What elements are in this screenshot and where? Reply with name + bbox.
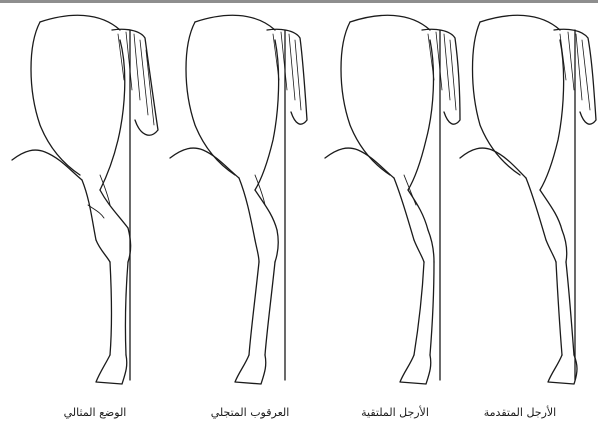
hindquarter-outline bbox=[40, 15, 120, 30]
stifle bbox=[325, 148, 394, 178]
thigh-front bbox=[408, 40, 433, 190]
panel-1-ideal-leg bbox=[12, 15, 158, 384]
cannon bbox=[110, 262, 128, 355]
panel-2-sickle-hock-leg bbox=[170, 15, 307, 384]
buttock-outline bbox=[341, 22, 390, 175]
fetlock-hoof bbox=[235, 355, 266, 384]
gaskin bbox=[526, 178, 562, 240]
tail-hair bbox=[273, 32, 301, 110]
gaskin bbox=[239, 178, 277, 240]
stifle bbox=[12, 150, 82, 180]
hindquarter-outline bbox=[350, 15, 430, 30]
hindquarter-outline bbox=[195, 15, 275, 30]
stifle bbox=[460, 148, 526, 178]
caption-sickle-hock: العرقوب المتجلي bbox=[190, 402, 310, 424]
hock bbox=[255, 230, 278, 262]
thigh-front bbox=[100, 40, 125, 190]
fetlock-hoof bbox=[96, 355, 127, 384]
thigh-front bbox=[255, 40, 279, 190]
stifle bbox=[170, 148, 239, 178]
cannon-back bbox=[556, 262, 574, 355]
panel-4-camped-out-leg bbox=[460, 15, 596, 384]
gaskin bbox=[394, 178, 428, 240]
fetlock-hoof bbox=[548, 355, 577, 384]
hock-detail bbox=[404, 175, 416, 205]
caption-ideal-position: الوضع المثالي bbox=[40, 402, 150, 424]
cannon-angled bbox=[249, 262, 275, 355]
buttock-outline bbox=[186, 22, 235, 175]
panel-3-set-under-leg bbox=[325, 15, 460, 384]
hock bbox=[96, 228, 131, 262]
caption-set-under: الأرجل الملتقية bbox=[335, 402, 455, 424]
thigh-front bbox=[540, 40, 564, 190]
fetlock-hoof bbox=[400, 355, 431, 384]
hindquarter-outline bbox=[480, 15, 560, 30]
buttock-outline bbox=[31, 22, 80, 175]
cannon-forward bbox=[414, 262, 434, 355]
caption-camped-out: الأرجل المتقدمة bbox=[460, 402, 580, 424]
hock bbox=[546, 230, 567, 262]
hock bbox=[414, 230, 434, 262]
